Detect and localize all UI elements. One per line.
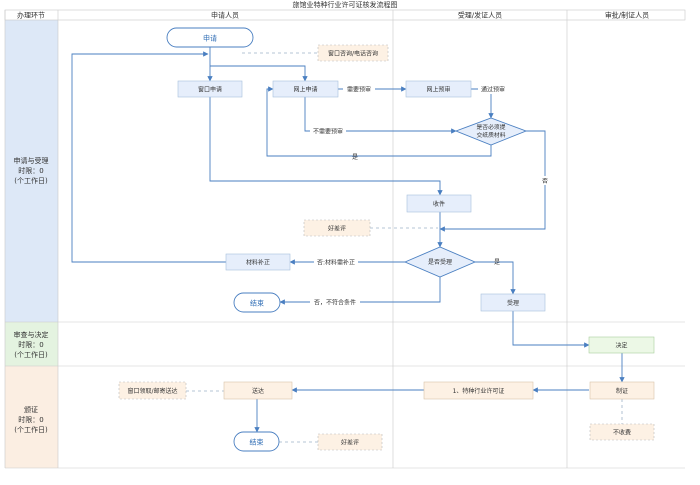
review-node-upper — [303, 219, 371, 237]
column-header-phase: 办理环节 — [17, 11, 45, 20]
edge-decide-to-accept — [475, 261, 516, 295]
submit-decision-node — [454, 117, 528, 146]
no-fee-node — [589, 423, 655, 441]
end-node-upper — [233, 292, 281, 313]
phase-apply-unit: (个工作日) — [14, 176, 48, 185]
phase-bg-issue — [5, 366, 58, 468]
edge-window-to-receive — [209, 97, 443, 196]
online-precheck-label: 网上预审 — [426, 86, 450, 94]
delivery-label: 送达 — [252, 387, 264, 395]
phase-issue-limit: 时限：0 — [18, 415, 43, 424]
pickup-node — [118, 381, 187, 400]
phase-apply-name: 申请与受理 — [14, 156, 49, 165]
make-license-node — [589, 381, 655, 400]
receive-label: 收件 — [433, 200, 445, 208]
no-label-submit: 否 — [542, 178, 548, 185]
accepted-label: 受理 — [507, 299, 519, 307]
supplement-label: 材料补正 — [246, 259, 270, 267]
phase-bg-apply — [5, 20, 58, 322]
consult-node — [317, 44, 389, 62]
start-node — [166, 27, 254, 48]
edge-online-to-submit — [304, 97, 457, 134]
online-apply-node — [272, 80, 339, 98]
column-header-applicant: 申请人员 — [211, 11, 239, 20]
receive-node — [406, 194, 472, 213]
reject-tag — [310, 297, 360, 307]
consult-node-label: 窗口咨询/电话咨询 — [328, 50, 378, 58]
chart-title: 旅馆业特种行业许可证核发流程图 — [293, 0, 398, 9]
phase-apply-limit: 时限：0 — [18, 166, 43, 175]
accept-decision-label: 是否受理 — [428, 258, 452, 266]
need-precheck-label: 需要预审 — [347, 86, 371, 94]
no-fee-label: 不收费 — [613, 429, 631, 437]
online-apply-label: 网上申请 — [293, 86, 317, 94]
review-node-upper-label: 好差评 — [328, 225, 346, 233]
supplement-tag — [314, 257, 358, 267]
phase-bg-review — [5, 322, 58, 366]
phase-review-name: 审查与决定 — [14, 330, 49, 339]
license-node — [423, 381, 534, 400]
review-node-lower-label: 好差评 — [341, 439, 359, 447]
decision-label: 决定 — [615, 342, 627, 350]
column-header-accept: 受理/发证人员 — [458, 11, 502, 20]
delivery-node — [223, 381, 293, 400]
edge-apply-to-online — [210, 65, 308, 82]
need-precheck-tag — [343, 84, 375, 94]
submit-decision-label-1: 是否必须提 — [477, 123, 506, 131]
decision-node — [588, 336, 655, 354]
end-node-upper-label: 结束 — [250, 299, 264, 308]
pickup-label: 窗口领取/邮寄送达 — [127, 387, 177, 395]
accepted-node — [480, 293, 546, 312]
reject-edge-label: 否，不符合条件 — [314, 299, 356, 307]
make-license-label: 制证 — [616, 387, 628, 395]
license-label: 1、特种行业许可证 — [453, 387, 505, 395]
phase-review-unit: (个工作日) — [14, 350, 48, 359]
window-apply-node — [177, 80, 243, 98]
end-node-lower — [233, 431, 280, 452]
yes-label-accept: 是 — [494, 259, 500, 266]
start-node-label: 申请 — [203, 34, 217, 43]
window-apply-label: 窗口申请 — [198, 86, 222, 94]
phase-review-limit: 时限：0 — [18, 340, 43, 349]
no-precheck-label: 不需要预审 — [313, 128, 343, 136]
phase-issue-name: 颁证 — [24, 405, 38, 414]
column-header-approve: 审批/制证人员 — [605, 11, 649, 20]
yes-label-submit: 是 — [352, 154, 358, 161]
no-precheck-tag — [310, 126, 346, 136]
supplement-edge-label: 否:材料需补正 — [317, 259, 355, 267]
review-node-lower — [317, 433, 383, 451]
no-tag-submit — [540, 176, 550, 185]
edge-supplement-loop — [71, 51, 226, 263]
edge-submit-no — [439, 130, 546, 232]
pass-precheck-label: 通过预审 — [481, 86, 505, 94]
phase-issue-unit: (个工作日) — [14, 425, 48, 434]
edge-accept-to-decision — [512, 311, 590, 348]
pass-precheck-tag — [478, 84, 508, 94]
accept-decision-node — [403, 246, 477, 278]
online-precheck-node — [405, 80, 472, 98]
column-header-bar — [4, 9, 686, 21]
submit-decision-label-2: 交纸质材料 — [477, 131, 506, 139]
supplement-node — [225, 253, 291, 271]
edge-submit-yes — [266, 86, 492, 157]
end-node-lower-label: 结束 — [250, 438, 264, 447]
